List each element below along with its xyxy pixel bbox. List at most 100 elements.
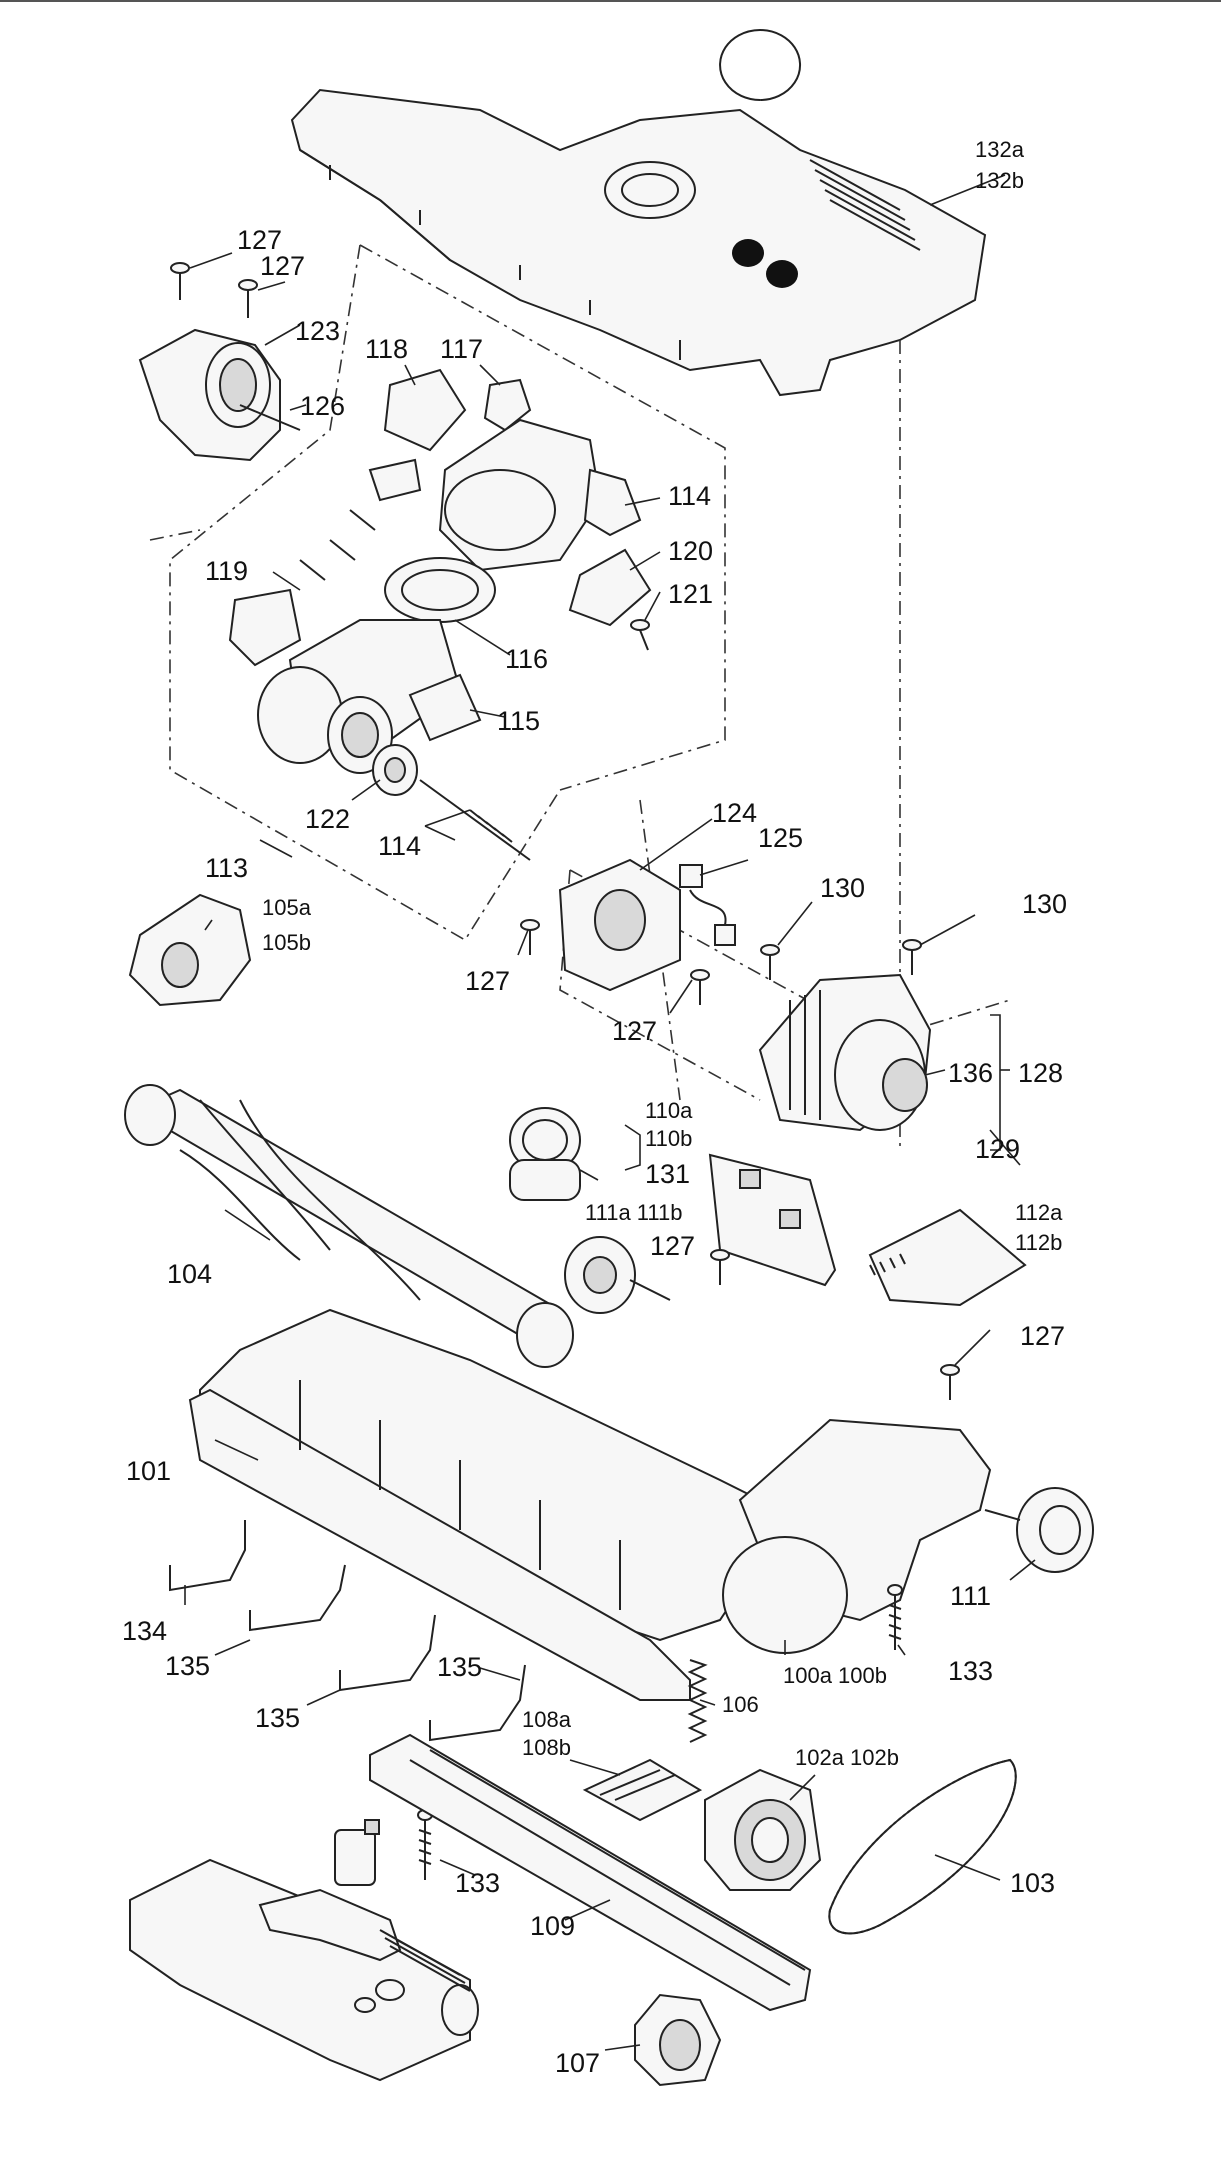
switch-part bbox=[483, 378, 532, 432]
label-114-lower: 114 bbox=[378, 831, 421, 861]
label-130-b: 130 bbox=[1022, 889, 1067, 919]
screw-127-e bbox=[710, 1249, 730, 1285]
label-103: 103 bbox=[1010, 1868, 1055, 1898]
base-housing-part bbox=[188, 1308, 992, 1701]
assembly-outline-upper bbox=[149, 244, 726, 942]
label-134: 134 bbox=[122, 1616, 167, 1646]
screw-127-b bbox=[238, 279, 258, 318]
assembled-nozzle-inset bbox=[129, 1819, 479, 2082]
label-127-a: 127 bbox=[237, 225, 282, 255]
label-105b: 105b bbox=[262, 930, 311, 955]
label-109: 109 bbox=[530, 1911, 575, 1941]
label-130-a: 130 bbox=[820, 873, 865, 903]
label-127-d: 127 bbox=[612, 1016, 657, 1046]
spring-contacts-part bbox=[228, 458, 422, 667]
label-100: 100a 100b bbox=[783, 1663, 887, 1688]
baseplate-part bbox=[369, 1733, 812, 2012]
end-cap-part bbox=[138, 328, 301, 462]
label-124: 124 bbox=[712, 798, 757, 828]
wire-spring-135-b bbox=[339, 1614, 436, 1692]
label-135-c: 135 bbox=[255, 1703, 300, 1733]
label-118: 118 bbox=[365, 334, 408, 364]
circuit-board-part bbox=[708, 1153, 837, 1287]
label-108a: 108a bbox=[522, 1707, 572, 1732]
label-114-upper: 114 bbox=[668, 481, 711, 511]
label-123: 123 bbox=[295, 316, 340, 346]
label-107: 107 bbox=[555, 2048, 600, 2078]
gear-housing-part bbox=[634, 1993, 722, 2087]
motor-part bbox=[758, 973, 932, 1132]
label-131: 131 bbox=[645, 1159, 690, 1189]
upper-housing-part bbox=[438, 418, 642, 572]
label-133-b: 133 bbox=[455, 1868, 500, 1898]
label-132b: 132b bbox=[975, 168, 1024, 193]
label-125: 125 bbox=[758, 823, 803, 853]
label-105a: 105a bbox=[262, 895, 312, 920]
label-111: 111 bbox=[950, 1581, 991, 1611]
label-132a: 132a bbox=[975, 137, 1025, 162]
screw-130-a bbox=[760, 944, 780, 980]
label-117: 117 bbox=[440, 334, 483, 364]
screw-121 bbox=[630, 619, 650, 651]
label-115: 115 bbox=[497, 706, 540, 736]
belt-part bbox=[828, 1758, 1017, 1935]
screw-130-b bbox=[902, 939, 922, 975]
bracket-part bbox=[568, 548, 652, 627]
label-127-f: 127 bbox=[1020, 1321, 1065, 1351]
label-126: 126 bbox=[300, 391, 345, 421]
brushroll-part bbox=[124, 1084, 574, 1368]
latch-part bbox=[408, 673, 482, 742]
connector-part bbox=[679, 864, 736, 946]
screw-133-b bbox=[417, 1809, 433, 1880]
label-135-b: 135 bbox=[437, 1652, 482, 1682]
screw-127-a bbox=[170, 262, 190, 300]
label-111ab: 111a 111b bbox=[585, 1200, 682, 1225]
wire-spring-135-a bbox=[249, 1564, 346, 1632]
label-135-a: 135 bbox=[165, 1651, 210, 1681]
label-119: 119 bbox=[205, 556, 248, 586]
label-121: 121 bbox=[668, 579, 713, 609]
screw-127-c bbox=[520, 919, 540, 955]
label-128: 128 bbox=[1018, 1058, 1063, 1088]
callout-lines bbox=[184, 174, 1036, 2051]
pulley-part bbox=[704, 1768, 822, 1891]
label-116: 116 bbox=[505, 644, 548, 674]
label-127-b: 127 bbox=[260, 251, 305, 281]
plate-108-part bbox=[582, 1758, 703, 1822]
screw-127-f bbox=[940, 1364, 960, 1400]
pedal-part bbox=[868, 1208, 1027, 1307]
cover-plate-part bbox=[383, 368, 467, 452]
wire-spring-135-c bbox=[429, 1664, 526, 1742]
switch-housing-part bbox=[558, 858, 681, 992]
label-136: 136 bbox=[948, 1058, 993, 1088]
end-cap-left-part bbox=[128, 893, 252, 1007]
label-127-e: 127 bbox=[650, 1231, 695, 1261]
label-108b: 108b bbox=[522, 1735, 571, 1760]
spring-106-part bbox=[687, 1659, 708, 1743]
label-110b: 110b bbox=[645, 1126, 692, 1151]
label-122: 122 bbox=[305, 804, 350, 834]
hood-cover-part bbox=[290, 29, 987, 397]
screw-127-d bbox=[690, 969, 710, 1005]
label-133-a: 133 bbox=[948, 1656, 993, 1686]
wire-spring-134 bbox=[169, 1520, 246, 1592]
label-129: 129 bbox=[975, 1134, 1020, 1164]
label-106: 106 bbox=[722, 1692, 759, 1717]
ring-part bbox=[384, 557, 496, 623]
label-120: 120 bbox=[668, 536, 713, 566]
label-110a: 110a bbox=[645, 1098, 693, 1123]
screw-133-a bbox=[887, 1584, 903, 1650]
bearing-part bbox=[372, 744, 418, 796]
label-113: 113 bbox=[205, 853, 248, 883]
wheel-large-part bbox=[984, 1487, 1094, 1573]
filter-cap-part bbox=[509, 1107, 581, 1201]
label-101: 101 bbox=[126, 1456, 171, 1486]
label-112b: 112b bbox=[1015, 1230, 1062, 1255]
label-104: 104 bbox=[167, 1259, 212, 1289]
label-112a: 112a bbox=[1015, 1200, 1063, 1225]
label-102: 102a 102b bbox=[795, 1745, 899, 1770]
wheel-small-part bbox=[564, 1236, 671, 1314]
shaft-part bbox=[419, 779, 531, 861]
label-127-c: 127 bbox=[465, 966, 510, 996]
